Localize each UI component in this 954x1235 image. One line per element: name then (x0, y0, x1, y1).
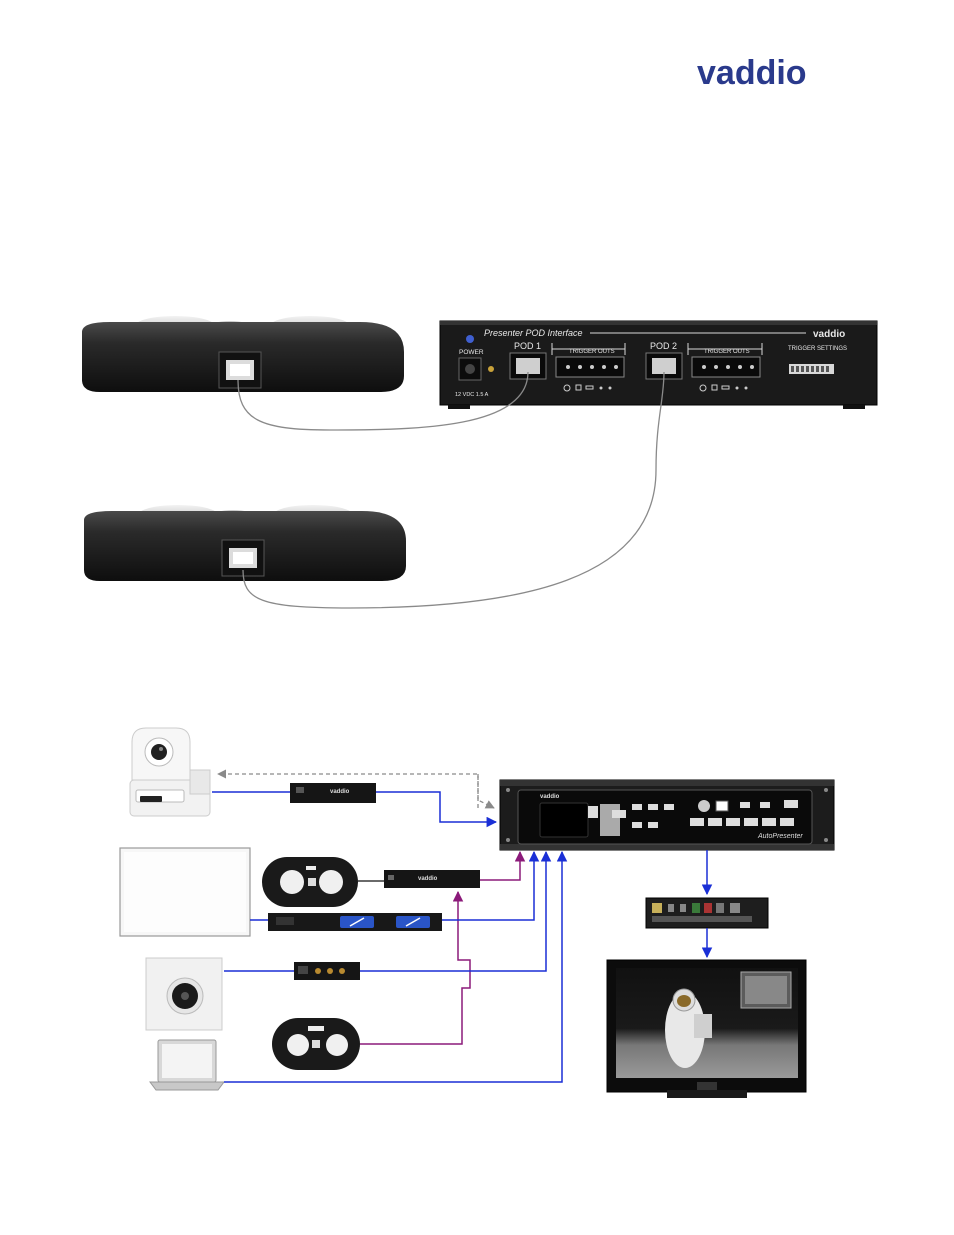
small-pod-1 (262, 857, 358, 907)
presenter-pod-interface: Presenter POD Interface vaddio POWER 12 … (440, 321, 877, 409)
pod-interface-control-line (480, 852, 520, 880)
interface-brand: vaddio (813, 329, 845, 340)
svg-text:vaddio: vaddio (540, 794, 560, 800)
trigger-settings-label: TRIGGER SETTINGS (788, 346, 847, 352)
camera-interface-device: vaddio (290, 783, 376, 803)
pod1-label: POD 1 (514, 341, 541, 351)
power-spec: 12 VDC 1.5 A (455, 392, 489, 398)
svg-text:AutoPresenter: AutoPresenter (757, 833, 803, 840)
ceiling-camera (146, 958, 222, 1030)
autopresenter-switcher: vaddio AutoPresenter (500, 780, 834, 850)
output-scaler-device (646, 898, 768, 928)
presenter-pod-1 (82, 316, 404, 392)
trigger-outs-1-label: TRIGGER OUTS (569, 349, 615, 355)
whiteboard-camera-rack (268, 913, 442, 931)
interface-title: Presenter POD Interface (484, 328, 583, 338)
svg-text:vaddio: vaddio (330, 789, 350, 795)
power-label: POWER (459, 349, 484, 356)
pod2-label: POD 2 (650, 341, 677, 351)
laptop (150, 1040, 224, 1090)
svg-text:vaddio: vaddio (418, 876, 438, 882)
display-tv (607, 960, 806, 1098)
whiteboard (120, 848, 250, 936)
ceiling-camera-interface (294, 962, 360, 980)
ptz-camera (130, 728, 210, 816)
small-pod-2 (272, 1018, 360, 1070)
pod-interface-unit: vaddio (384, 870, 480, 888)
trigger-outs-2-label: TRIGGER OUTS (704, 349, 750, 355)
presenter-pod-2 (84, 505, 406, 581)
